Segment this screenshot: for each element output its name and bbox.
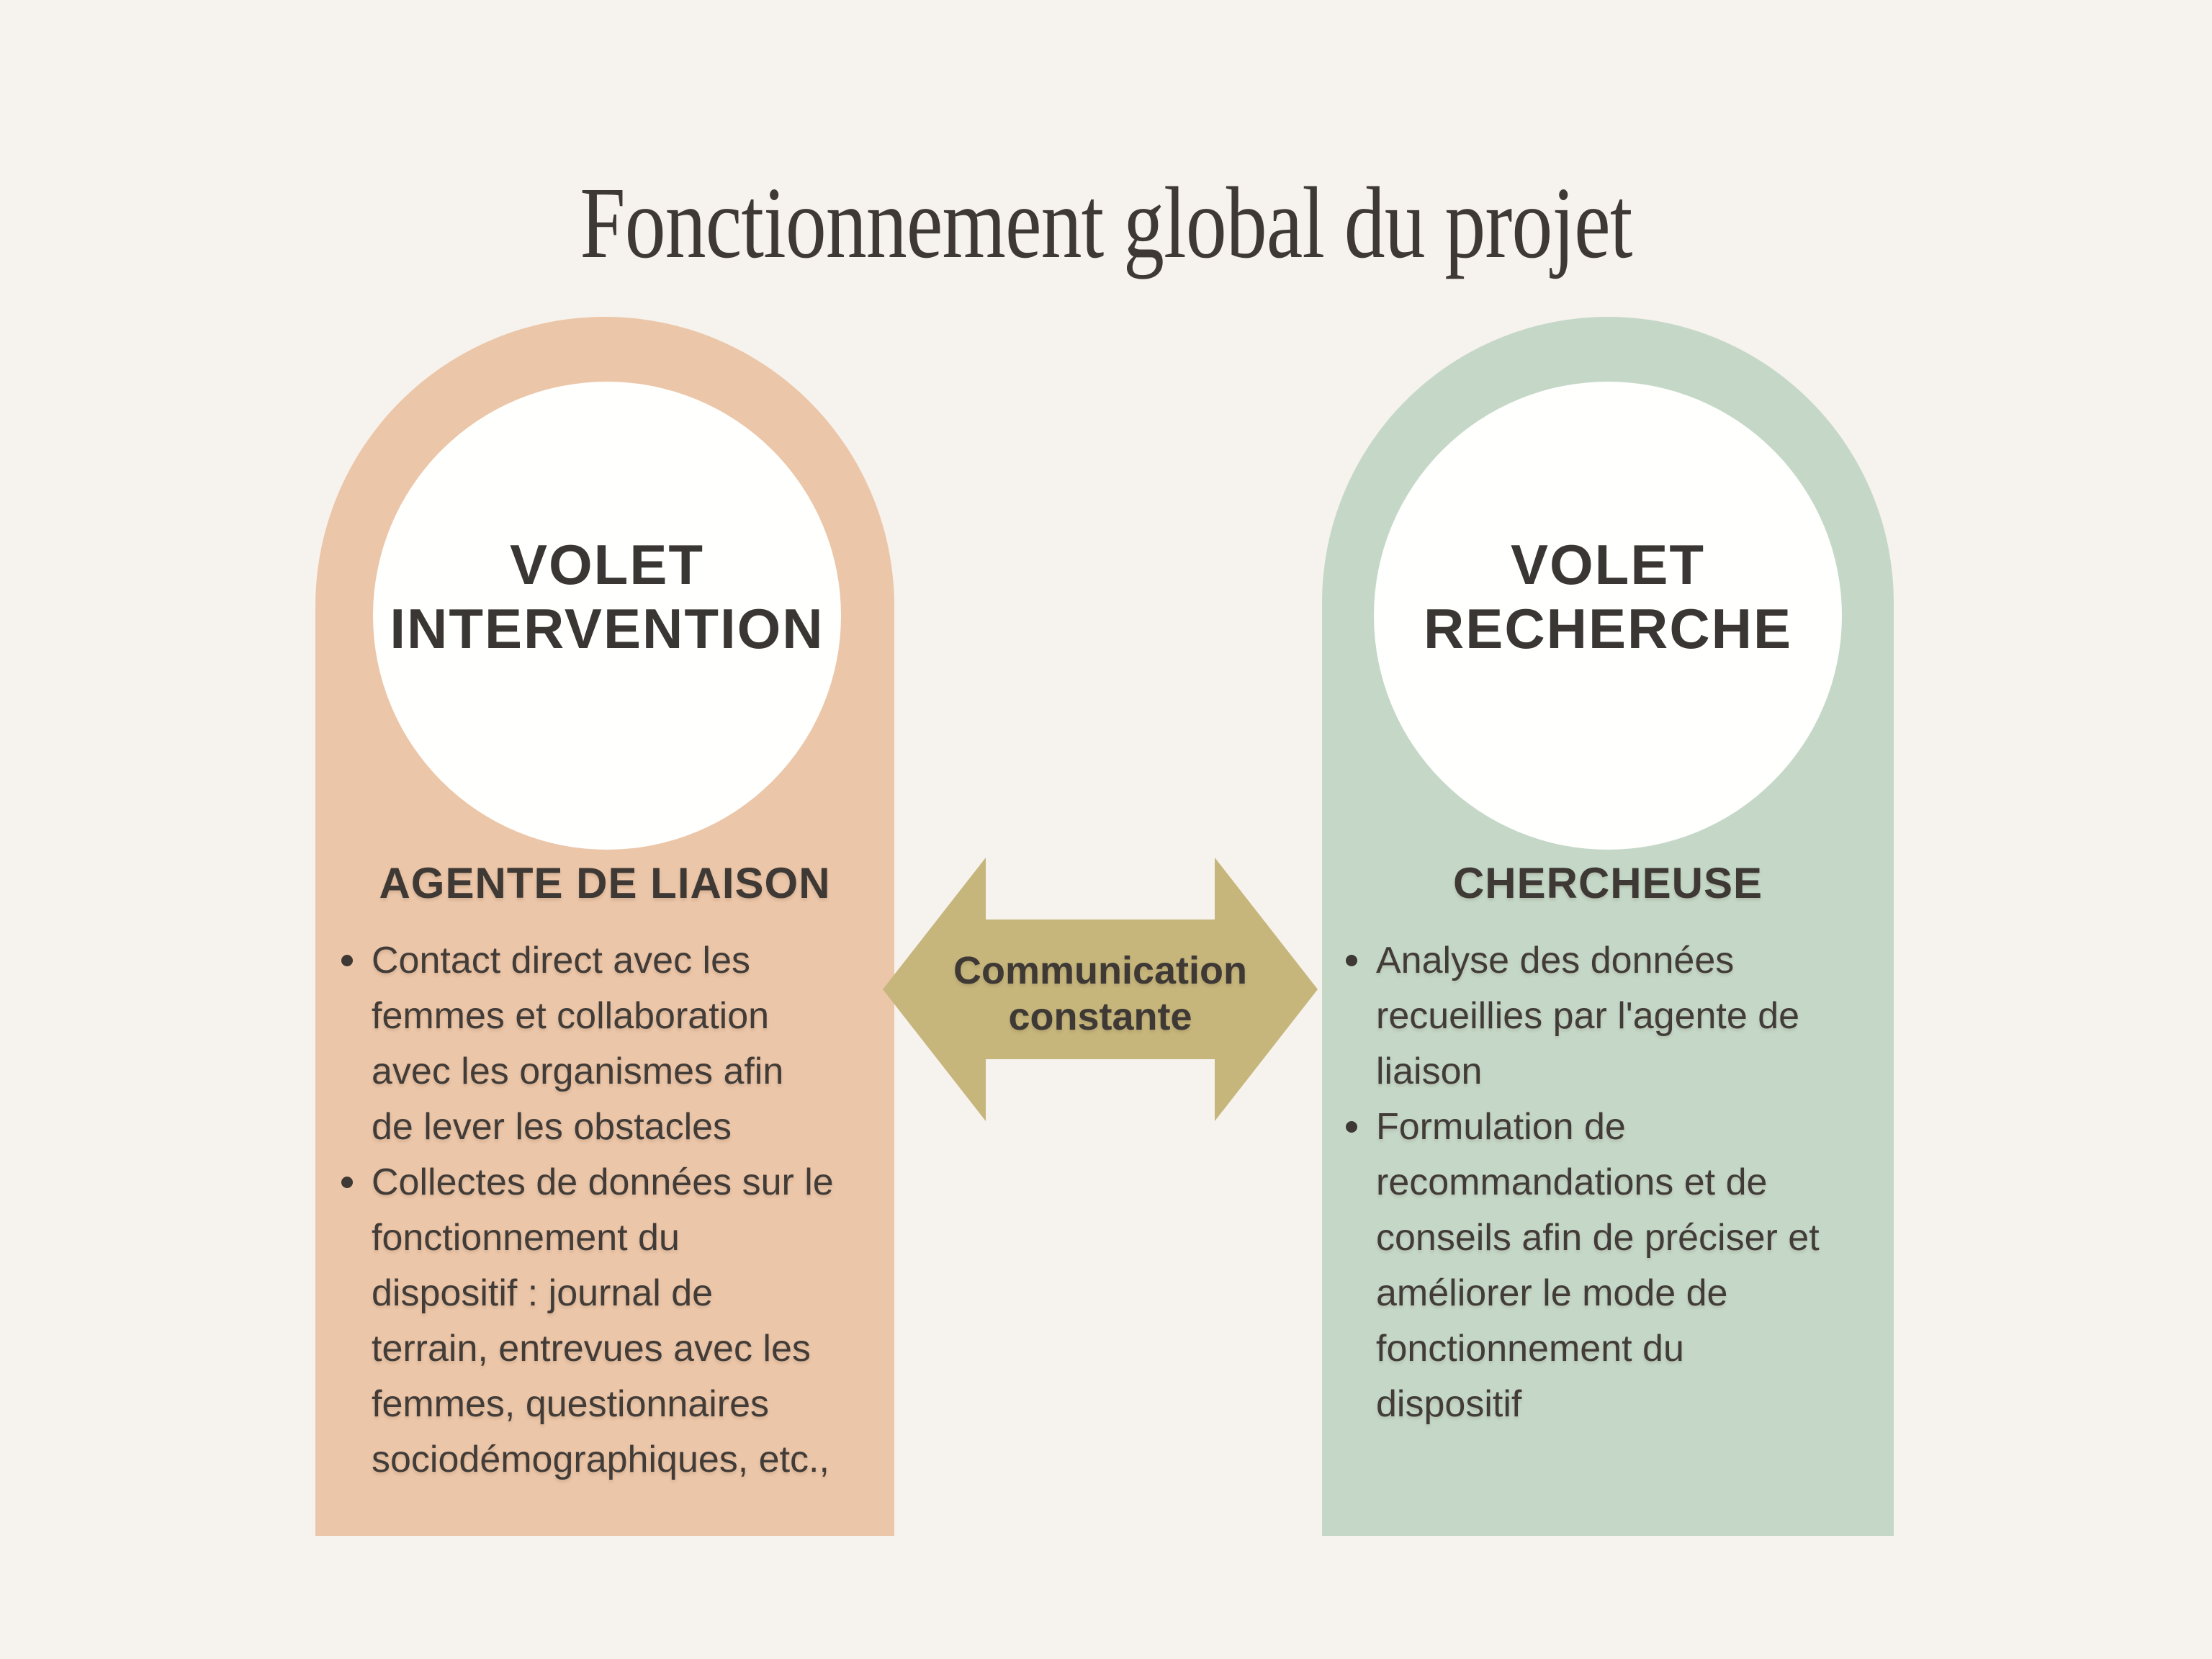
communication-arrow-label: Communication constante bbox=[953, 949, 1247, 1038]
recherche-circle: VOLET RECHERCHE bbox=[1374, 382, 1842, 850]
recherche-circle-label: VOLET RECHERCHE bbox=[1423, 533, 1793, 660]
intervention-role-heading: AGENTE DE LIAISON bbox=[379, 859, 831, 907]
intervention-bullet-list: Contact direct avec les femmes et collab… bbox=[340, 933, 878, 1488]
recherche-panel: VOLET RECHERCHE CHERCHEUSE Analyse des d… bbox=[1322, 317, 1894, 1536]
recherche-bullet-list: Analyse des données recueillies par l'ag… bbox=[1344, 933, 1886, 1432]
list-item: Contact direct avec les femmes et collab… bbox=[340, 933, 878, 1155]
double-arrow-icon bbox=[883, 858, 1318, 1121]
intervention-circle-label: VOLET INTERVENTION bbox=[390, 533, 824, 660]
list-item: Formulation de recommandations et de con… bbox=[1344, 1100, 1886, 1432]
page-title: Fonctionnement global du projet bbox=[580, 166, 1632, 279]
intervention-circle: VOLET INTERVENTION bbox=[373, 382, 841, 850]
list-item: Analyse des données recueillies par l'ag… bbox=[1344, 933, 1886, 1100]
intervention-panel: VOLET INTERVENTION AGENTE DE LIAISON Con… bbox=[315, 317, 894, 1536]
list-item: Collectes de données sur le fonctionneme… bbox=[340, 1155, 878, 1488]
recherche-role-heading: CHERCHEUSE bbox=[1452, 859, 1763, 907]
